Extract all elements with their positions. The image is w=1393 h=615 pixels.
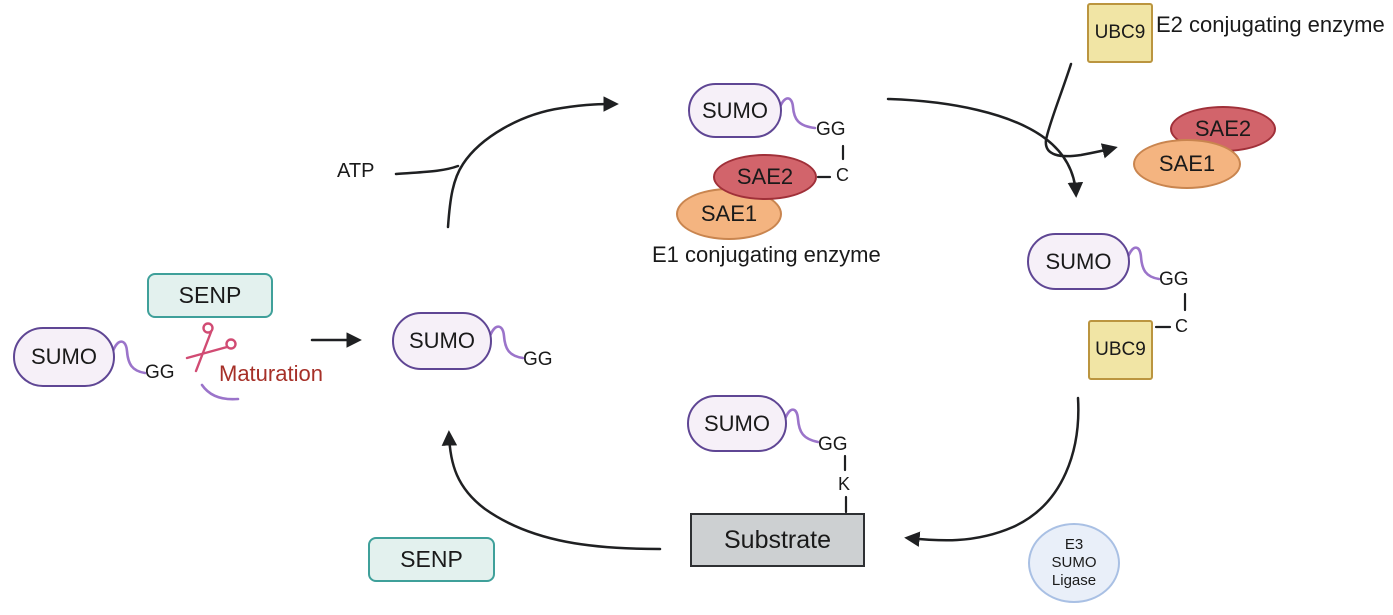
sumo-pill-immature: SUMO	[13, 327, 115, 387]
sumo-label: SUMO	[704, 410, 770, 436]
sumo-tail-e1	[778, 97, 817, 130]
ubc9-box-conjugated: UBC9	[1088, 320, 1153, 380]
sumo-pill-e2: SUMO	[1027, 233, 1130, 290]
sae1-label: SAE1	[700, 201, 758, 226]
sumo-tail-center	[488, 325, 525, 360]
e1-enzyme-label: E1 conjugating enzyme	[652, 242, 881, 267]
e1-to-e2-transfer-arrow-icon	[886, 97, 1084, 198]
sumo-tail-substrate	[783, 408, 820, 444]
deconjugation-arrow-icon	[441, 430, 662, 551]
k-residue-substrate: K	[838, 474, 851, 494]
e3-label-line1: E3	[1064, 535, 1084, 553]
senp-label: SENP	[400, 546, 463, 572]
gg-label-center: GG	[523, 349, 553, 370]
gg-label-left: GG	[145, 362, 175, 383]
sumo-label: SUMO	[409, 328, 475, 353]
scissors-icon	[185, 322, 237, 373]
sae2-label: SAE2	[1194, 116, 1252, 141]
sumo-label: SUMO	[1045, 248, 1112, 274]
sumo-pill-mature: SUMO	[392, 312, 492, 370]
sae2-ellipse-e1: SAE2	[713, 154, 817, 200]
senp-box-maturation: SENP	[147, 273, 273, 318]
e3-label-line2: SUMO	[1051, 553, 1097, 571]
ubc9-label: UBC9	[1094, 22, 1146, 43]
sumo-pill-substrate: SUMO	[687, 395, 787, 452]
cleaved-tail-arc	[200, 383, 240, 401]
ubc9-label: UBC9	[1095, 339, 1146, 360]
gg-label-substrate: GG	[818, 434, 848, 455]
c-residue-e1: C	[836, 165, 849, 185]
senp-box-deconjugation: SENP	[368, 537, 495, 582]
senp-label: SENP	[178, 282, 242, 308]
sumo-label: SUMO	[702, 97, 768, 123]
sae2-label: SAE2	[736, 164, 794, 189]
atp-feed-line	[394, 164, 460, 176]
conjugation-arrow-icon	[904, 396, 1080, 547]
e3-sumo-ligase-circle: E3 SUMO Ligase	[1028, 523, 1120, 603]
sumo-tail-e2	[1126, 246, 1161, 281]
ubc9-exchange-arrow-icon	[1044, 62, 1118, 159]
sumo-tail-left	[111, 340, 147, 375]
sumo-label: SUMO	[31, 344, 97, 369]
atp-label: ATP	[337, 160, 375, 182]
maturation-label: Maturation	[219, 361, 323, 386]
sae1-label: SAE1	[1158, 151, 1216, 176]
e2-enzyme-label: E2 conjugating enzyme	[1156, 12, 1385, 37]
gg-label-e1: GG	[816, 119, 846, 140]
ubc9-box-free: UBC9	[1087, 3, 1153, 63]
c-residue-e2: C	[1175, 316, 1188, 336]
substrate-box: Substrate	[690, 513, 865, 567]
sumo-pill-e1: SUMO	[688, 83, 782, 138]
substrate-label: Substrate	[723, 525, 831, 554]
gg-label-e2: GG	[1159, 269, 1189, 290]
e3-label-line3: Ligase	[1051, 572, 1097, 590]
activation-arrow-icon	[446, 96, 619, 229]
sae1-ellipse-released: SAE1	[1133, 139, 1241, 189]
